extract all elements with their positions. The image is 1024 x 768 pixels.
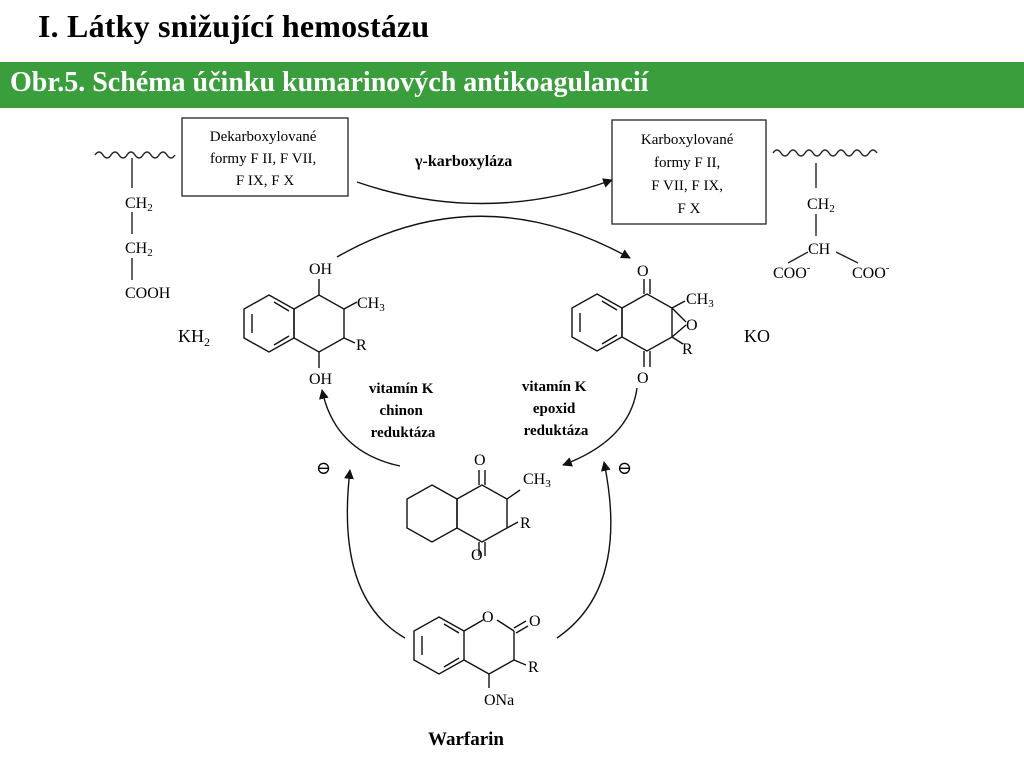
ko-ch3: CH3: [686, 291, 714, 310]
epoxide-reductase-label: vitamín K epoxid reduktáza: [522, 379, 590, 439]
right-coo-left: COO-: [773, 262, 811, 282]
banner-text: Obr.5. Schéma účinku kumarinových antiko…: [10, 67, 649, 98]
right-ch2: CH2: [807, 196, 835, 215]
warfarin-ring-o: O: [482, 609, 494, 626]
gamma-carboxylase-label: γ-karboxyláza: [414, 153, 512, 170]
inhibition-symbol-left: ⊖: [316, 458, 331, 478]
ko-o-bottom: O: [637, 370, 649, 387]
carboxylated-box: [611, 119, 767, 225]
ko-epoxide-o: O: [686, 317, 698, 334]
quinone-o-bottom: O: [471, 547, 483, 564]
right-ch: CH: [808, 241, 831, 258]
left-glutamate-chain: [94, 151, 176, 280]
warfarin-ona: ONa: [484, 692, 514, 709]
quinone-ch3: CH3: [523, 471, 551, 490]
ko-to-quinone-arrow: [562, 387, 638, 467]
ko-r: R: [682, 341, 693, 358]
gamma-carboxylase-arrow: [356, 178, 613, 205]
ko-o-top: O: [637, 263, 649, 280]
left-cooh: COOH: [125, 285, 171, 302]
warfarin-label: Warfarin: [428, 729, 504, 750]
carboxylated-box-text: Karboxylované formy F II, F VII, F IX, F…: [641, 132, 737, 217]
kh2-to-ko-arrow: [336, 215, 631, 259]
warfarin-inhibition-arrow-left: [344, 469, 406, 639]
quinone-structure: [406, 470, 521, 556]
quinone-reductase-label: vitamín K chinon reduktáza: [369, 381, 437, 441]
kh2-ch3: CH3: [357, 295, 385, 314]
right-coo-right: COO-: [852, 262, 890, 282]
quinone-to-kh2-arrow: [319, 389, 401, 467]
right-carboxyglutamate-chain: [772, 149, 878, 264]
title-banner: Obr.5. Schéma účinku kumarinových antiko…: [0, 62, 1024, 108]
warfarin-structure: [413, 616, 529, 688]
inhibition-symbol-right: ⊖: [617, 458, 632, 478]
quinone-r: R: [520, 515, 531, 532]
right-wavy-backbone: [772, 149, 878, 157]
ko-label: KO: [744, 326, 770, 346]
kh2-oh-top: OH: [309, 261, 333, 278]
warfarin-inhibition-arrow-right: [556, 461, 612, 639]
kh2-structure: [243, 279, 358, 368]
kh2-r: R: [356, 337, 367, 354]
left-ch2-bottom: CH2: [125, 240, 153, 259]
left-wavy-backbone: [94, 151, 176, 159]
kh2-oh-bottom: OH: [309, 371, 333, 388]
decarboxylated-box-text: Dekarboxylované formy F II, F VII, F IX,…: [210, 129, 320, 189]
left-ch2-top: CH2: [125, 195, 153, 214]
page-title: I. Látky snižující hemostázu: [38, 8, 430, 44]
warfarin-keto-o: O: [529, 613, 541, 630]
quinone-o-top: O: [474, 452, 486, 469]
decarboxylated-box: [181, 117, 349, 197]
ko-structure: [571, 279, 687, 367]
warfarin-r: R: [528, 659, 539, 676]
kh2-label: KH2: [178, 326, 210, 349]
